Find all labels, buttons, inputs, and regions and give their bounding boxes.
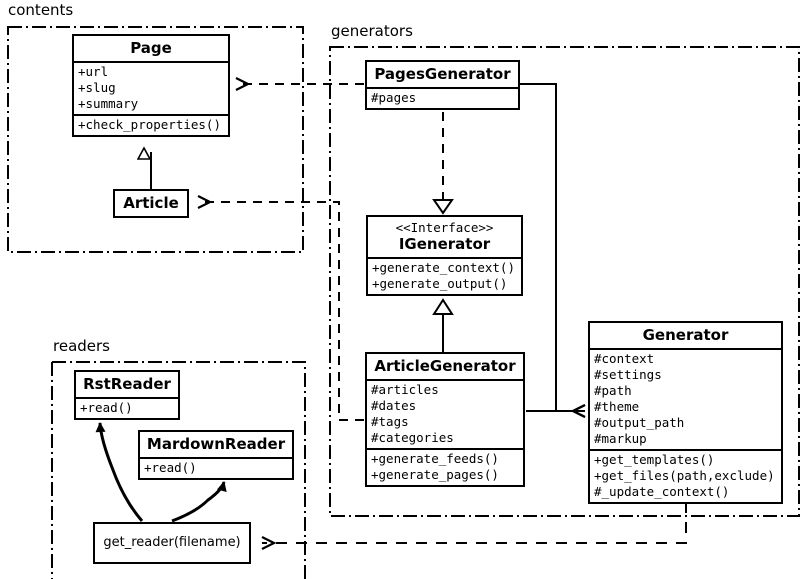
class-attribute: #markup [594,431,647,446]
class-box-igenerator[interactable]: <<Interface>> IGenerator +generate_conte… [366,215,523,296]
class-name-pagesgenerator: PagesGenerator [374,65,511,83]
class-method: +get_templates() [594,452,715,467]
class-method: +read() [80,400,133,415]
class-methods-generator: +get_templates() +get_files(path,exclude… [590,449,781,502]
class-name-mardownreader: MardownReader [146,435,286,453]
class-attribute: #settings [594,367,662,382]
relation-pagesgenerator-implements-igenerator [432,112,454,215]
class-box-article[interactable]: Article [113,189,189,218]
class-name-igenerator: IGenerator [398,235,491,253]
class-attribute: #pages [371,90,417,105]
class-attribute: #dates [371,398,417,413]
class-method: +generate_context() [372,260,515,275]
class-attributes-pagesgenerator: #pages [367,87,518,108]
function-name-get-reader: get_reader(filename) [103,535,241,550]
package-label-generators: generators [331,22,413,40]
class-attributes-page: +url +slug +summary [74,61,228,114]
class-methods-articlegenerator: +generate_feeds() +generate_pages() [367,448,523,485]
package-label-readers: readers [53,337,110,355]
class-attributes-articlegenerator: #articles #dates #tags #categories [367,379,523,448]
relation-articlegenerator-uses-article [198,202,364,421]
class-attributes-generator: #context #settings #path #theme #output_… [590,348,781,449]
class-attribute: #tags [371,414,409,429]
class-box-generator[interactable]: Generator #context #settings #path #them… [588,321,783,504]
class-box-page[interactable]: Page +url +slug +summary +check_properti… [72,34,230,137]
relation-get_reader-creates-mardownreader [171,481,227,523]
class-method: +check_properties() [78,117,221,132]
class-attribute: +url [78,64,109,79]
class-attribute: #theme [594,399,640,414]
class-attribute: #output_path [594,415,685,430]
class-box-rstreader[interactable]: RstReader +read() [74,370,180,420]
class-name-generator: Generator [642,326,729,344]
class-name-articlegenerator: ArticleGenerator [374,357,516,375]
class-method: #_update_context() [594,484,730,499]
class-attribute: #context [594,351,655,366]
class-method: +generate_feeds() [371,451,499,466]
class-attribute: +summary [78,96,139,111]
class-method: +generate_output() [372,276,508,291]
class-methods-igenerator: +generate_context() +generate_output() [368,257,521,294]
class-attribute: #articles [371,382,439,397]
relation-articlegenerator-implements-igenerator [432,298,454,352]
class-methods-rstreader: +read() [76,397,178,418]
class-name-rstreader: RstReader [83,375,171,393]
class-name-page: Page [130,39,172,57]
relation-generator-aggregates-pagesgenerator [520,83,585,411]
class-attribute: #path [594,383,632,398]
class-name-article: Article [123,194,179,212]
class-methods-page: +check_properties() [74,114,228,135]
class-method: +read() [144,460,197,475]
class-methods-mardownreader: +read() [140,457,292,478]
class-method: +generate_pages() [371,467,499,482]
class-attribute: +slug [78,80,116,95]
class-box-mardownreader[interactable]: MardownReader +read() [138,430,294,480]
relation-get_reader-creates-rstreader [95,422,144,522]
class-box-pagesgenerator[interactable]: PagesGenerator #pages [365,60,520,110]
class-box-articlegenerator[interactable]: ArticleGenerator #articles #dates #tags … [365,352,525,487]
relation-generator-uses-get_reader [262,502,687,543]
class-stereotype-igenerator: <<Interface>> [395,220,494,235]
class-method: +get_files(path,exclude) [594,468,775,483]
package-label-contents: contents [8,1,74,19]
class-box-get-reader-function[interactable]: get_reader(filename) [93,522,251,564]
class-attribute: #categories [371,430,454,445]
